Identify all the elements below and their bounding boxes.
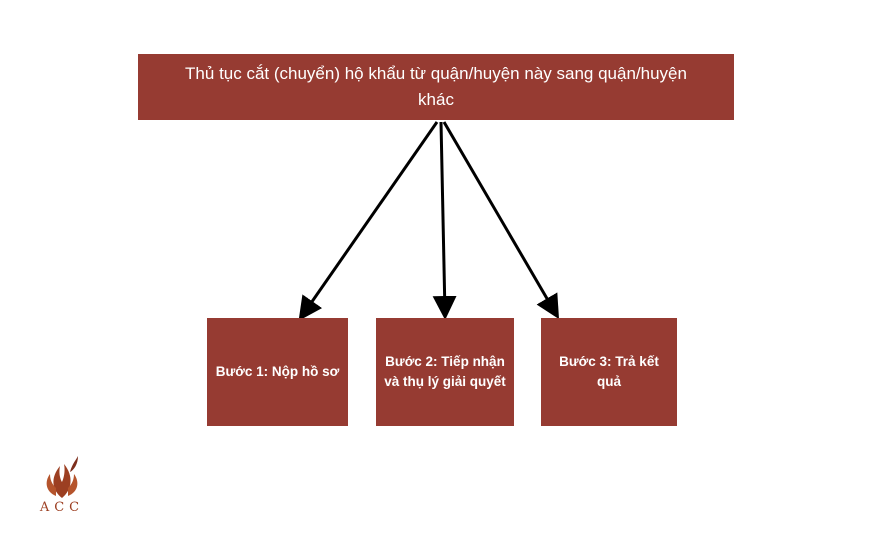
step-2-box: Bước 2: Tiếp nhận và thụ lý giải quyết [376,318,514,426]
logo-text: ACC [39,500,85,515]
flame-icon [46,456,78,498]
title-box: Thủ tục cắt (chuyển) hộ khẩu từ quận/huy… [138,54,734,120]
step-3-label: Bước 3: Trả kết quả [559,354,659,389]
step-1-box: Bước 1: Nộp hồ sơ [207,318,348,426]
title-text: Thủ tục cắt (chuyển) hộ khẩu từ quận/huy… [185,64,687,109]
step-3-box: Bước 3: Trả kết quả [541,318,677,426]
arrow-to-step-2 [432,121,457,320]
step-2-label: Bước 2: Tiếp nhận và thụ lý giải quyết [384,354,506,389]
acc-logo: ACC [38,452,86,522]
arrow-to-step-3 [442,121,560,320]
arrow-to-step-1 [298,121,439,321]
step-1-label: Bước 1: Nộp hồ sơ [215,364,340,379]
